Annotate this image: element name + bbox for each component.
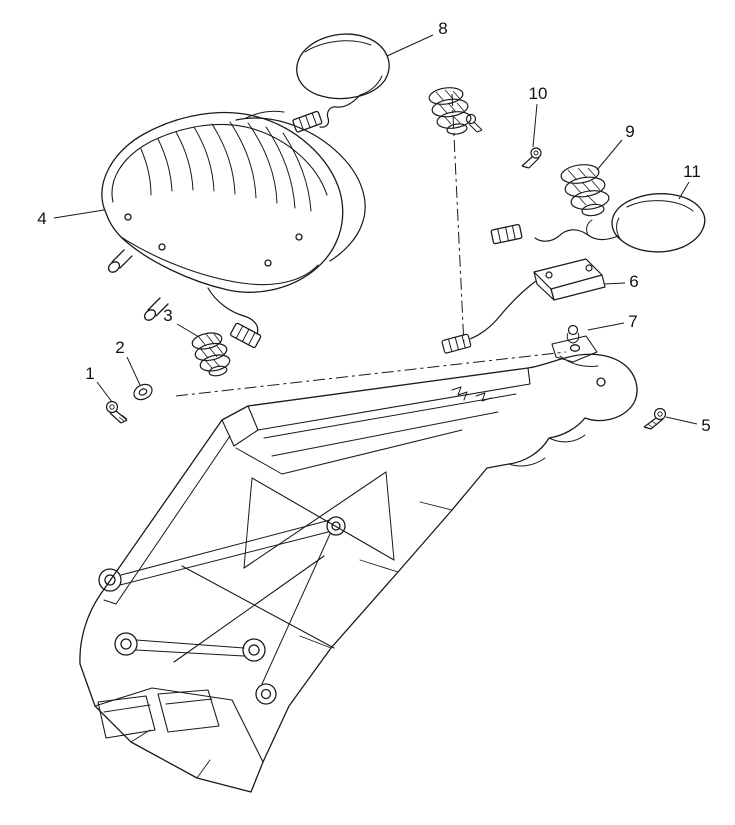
callout-leader-9 [596,139,623,171]
callout-label-5: 5 [701,416,710,435]
callout-leader-4 [53,209,105,219]
rear-fender-bracket [79,335,638,793]
callout-label-4: 4 [37,209,46,228]
rubber-mount-left [428,87,483,135]
center-lines [175,93,567,397]
license-plate-light [441,258,606,354]
tail-light-connector [230,322,262,349]
callout-label-1: 1 [85,364,94,383]
turn-signal-top-connector [292,110,323,133]
license-light-connector [441,333,472,354]
callout-label-11: 11 [683,162,701,181]
callout-layer: 1 2 3 4 5 6 7 8 9 10 11 [37,19,710,435]
turn-signal-lamp-top [292,33,390,133]
washer [133,383,153,401]
turn-signal-right-connector [490,223,523,245]
callout-leader-1 [96,381,113,403]
callout-leader-3 [176,323,200,338]
screw-5 [643,407,667,430]
callout-leader-2 [126,356,141,386]
callout-label-6: 6 [629,272,638,291]
screw-1 [105,400,128,424]
callout-label-7: 7 [628,312,637,331]
callout-leader-10 [532,103,538,148]
grommet-7 [566,324,580,344]
callout-label-3: 3 [163,306,172,325]
callout-leader-7 [587,322,625,331]
callout-leader-6 [603,282,626,285]
tail-light-assembly [101,110,366,349]
tail-light-grommet [191,332,231,377]
callout-label-9: 9 [625,122,634,141]
callout-label-2: 2 [115,338,124,357]
callout-label-8: 8 [438,19,447,38]
callout-label-10: 10 [529,84,548,103]
turn-signal-lamp-right [490,193,706,253]
callout-leader-11 [678,181,690,200]
callout-leader-8 [386,34,434,57]
screw-10 [521,147,542,169]
callout-leader-5 [665,416,698,425]
rubber-mount-right [560,164,610,217]
